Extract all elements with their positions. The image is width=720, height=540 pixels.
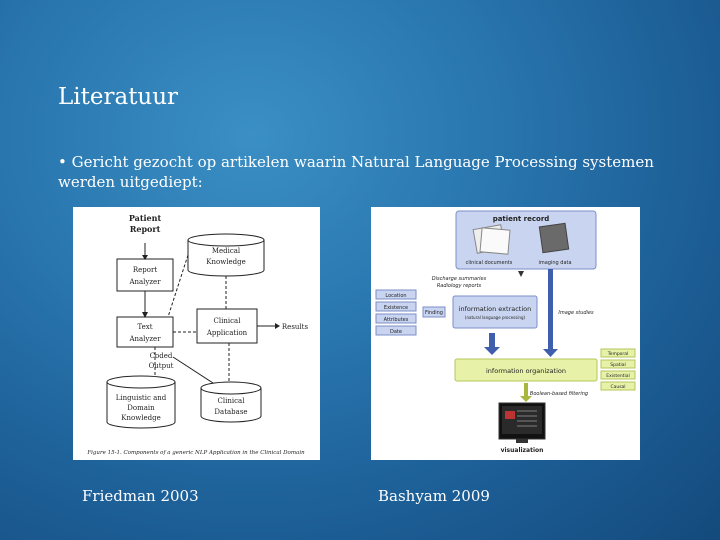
linguistic-cylinder-body (106, 382, 176, 429)
report-analyzer-box (116, 258, 174, 292)
clinical-application-label-1: Clinical (214, 317, 242, 325)
tag-attributes: Attributes (384, 317, 409, 323)
image-studies-label: Image studies (558, 310, 594, 316)
bashyam-diagram: patient record clinical documents imagin… (371, 207, 640, 460)
text-analyzer-label-1: Text (137, 323, 152, 331)
linguistic-label-3: Knowledge (121, 414, 160, 422)
coded-output-label-2: Output (149, 362, 174, 370)
patient-report-label-1: Patient (129, 213, 162, 223)
friedman-caption: Friedman 2003 (82, 487, 199, 505)
tag-location: Location (385, 293, 406, 299)
text-analyzer-label-2: Analyzer (128, 335, 161, 343)
linguistic-label-2: Domain (127, 404, 155, 412)
imaging-data-label: imaging data (538, 260, 571, 266)
information-organization-label: information organization (486, 367, 566, 375)
results-label: Results (282, 323, 309, 331)
discharge-label-1: Discharge summaries (432, 276, 487, 282)
tag-temporal: Temporal (607, 351, 629, 357)
report-analyzer-label-2: Analyzer (128, 278, 161, 286)
medical-knowledge-label-2: Knowledge (206, 258, 245, 266)
medical-knowledge-cylinder-top (187, 233, 265, 247)
bashyam-caption: Bashyam 2009 (378, 487, 490, 505)
linguistic-label-1: Linguistic and (116, 394, 167, 402)
tag-existential: Existential (606, 373, 630, 379)
boolean-filtering-label: Boolean-based filtering (530, 391, 588, 397)
report-analyzer-label-1: Report (133, 266, 157, 274)
tag-existence: Existence (384, 305, 408, 311)
friedman-diagram-svg: Patient Report Medical Knowledge Report … (86, 213, 309, 456)
clinical-database-label-1: Clinical (218, 397, 246, 405)
patient-report-label-2: Report (130, 224, 161, 234)
clinical-application-label-2: Application (206, 329, 248, 337)
clinical-database-cylinder-body (200, 388, 262, 423)
clinical-database-label-2: Database (214, 408, 247, 416)
imaging-icon (538, 222, 570, 254)
tag-causal: Causal (610, 384, 625, 390)
tag-finding: Finding (425, 310, 443, 316)
information-extraction-box (452, 295, 538, 329)
figure-caption: Figure 15-1. Components of a generic NLP… (86, 450, 305, 456)
clinical-application-box (196, 308, 258, 344)
visualization-label: visualization (501, 447, 544, 454)
clinical-documents-label: clinical documents (466, 260, 513, 266)
medical-knowledge-label-1: Medical (212, 247, 241, 255)
patient-record-label: patient record (493, 215, 550, 223)
tag-date: Date (390, 329, 402, 335)
coded-output-label-1: Coded (150, 352, 173, 360)
slide-title: Literatuur (58, 84, 179, 110)
tag-spatial: Spatial (610, 362, 626, 368)
discharge-label-2: Radiology reports (437, 283, 482, 289)
bullet-text: • Gericht gezocht op artikelen waarin Na… (58, 153, 654, 191)
information-extraction-label: information extraction (459, 305, 532, 313)
linguistic-cylinder-top (106, 375, 176, 389)
bashyam-diagram-svg: patient record clinical documents imagin… (375, 210, 636, 454)
information-organization-box (454, 358, 598, 382)
friedman-diagram: Patient Report Medical Knowledge Report … (73, 207, 320, 460)
nlp-sub-label: (natural language processing) (465, 315, 526, 320)
clinical-database-cylinder-top (200, 381, 262, 395)
